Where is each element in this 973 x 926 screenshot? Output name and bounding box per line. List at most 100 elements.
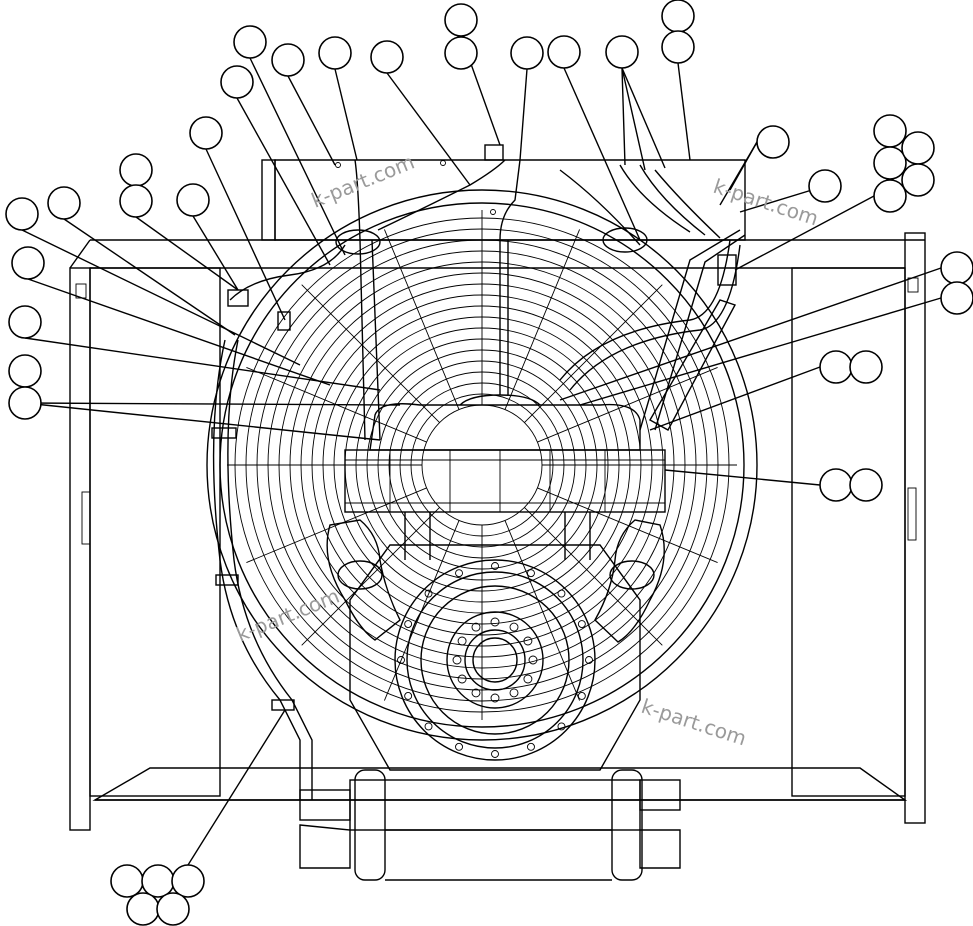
leader-line (664, 469, 821, 486)
callout-bubble (873, 114, 907, 148)
leader-line (205, 148, 286, 321)
callout-bubble (849, 468, 883, 502)
flywheel-bolt (509, 688, 519, 698)
fan-spoke (504, 229, 581, 410)
watermark-1: k-part.com (308, 150, 418, 213)
leader-line (519, 68, 528, 161)
callout-bubble (510, 36, 544, 70)
watermark-3: k-part.com (233, 584, 343, 647)
leader-line (63, 218, 236, 336)
callout-bubble (8, 386, 42, 420)
housing-bolt (404, 620, 413, 628)
housing-bolt (424, 722, 433, 731)
callout-bubble (370, 40, 404, 74)
engine-assembly (211, 339, 681, 881)
callout-bubble (661, 0, 695, 33)
leader-line (192, 215, 239, 291)
callout-bubble (605, 35, 639, 69)
fan-ring (421, 404, 543, 526)
callout-bubble (11, 246, 45, 280)
flywheel-bolt (528, 655, 538, 665)
leader-line (559, 267, 942, 401)
leader-line (135, 216, 239, 291)
callout-bubble (189, 116, 223, 150)
callout-bubble (873, 146, 907, 180)
housing-bolt (527, 569, 535, 578)
callout-bubble (819, 350, 853, 384)
callout-bubble (119, 184, 153, 218)
coolant-lines (227, 159, 746, 441)
leader-line (24, 402, 381, 441)
callout-bubble (171, 864, 205, 898)
fan-spoke (537, 366, 718, 443)
leader-line (386, 72, 471, 186)
leader-line (621, 67, 626, 166)
callout-bubble (849, 350, 883, 384)
flywheel-bolt (471, 688, 481, 698)
callout-bubble (901, 163, 935, 197)
leader-line (27, 278, 331, 386)
flywheel-bolt (452, 655, 462, 665)
callout-bubble (8, 305, 42, 339)
housing-bolt (424, 589, 433, 598)
leader-line (24, 402, 401, 406)
watermark-4: k-part.com (638, 694, 749, 750)
housing-bolt (491, 562, 499, 570)
flywheel-bolt (457, 674, 467, 684)
fan-spoke (537, 487, 718, 564)
fan-shroud (206, 189, 758, 741)
callout-bubble (444, 3, 478, 37)
housing-bolt (527, 742, 535, 751)
callout-bubble (5, 197, 39, 231)
callout-bubble (940, 281, 973, 315)
flywheel-bolt (523, 674, 533, 684)
leader-line (719, 141, 758, 206)
leader-line (249, 57, 346, 256)
callout-bubbles (5, 0, 973, 926)
housing-bolt (557, 589, 566, 598)
leader-line (236, 97, 331, 266)
fan-spoke (504, 520, 581, 701)
leader-line (621, 67, 646, 171)
fan-guard-spokes (227, 210, 737, 720)
housing-bolt (491, 750, 499, 758)
top-tank (261, 144, 746, 241)
callout-bubble (141, 864, 175, 898)
leader-line (287, 75, 336, 166)
callout-bubble (940, 251, 973, 285)
fan-spoke (524, 507, 663, 646)
flywheel-bolts (397, 562, 593, 758)
housing-bolt (557, 722, 566, 731)
callout-bubble (271, 43, 305, 77)
housing-bolt (577, 620, 586, 628)
fan-spoke (246, 487, 427, 564)
fan-spoke (301, 507, 440, 646)
flywheel-bolt (471, 622, 481, 632)
callout-bubble (318, 36, 352, 70)
flywheel-bolt (457, 636, 467, 646)
leader-line (24, 337, 381, 391)
housing-bolt (397, 656, 405, 664)
callout-bubble (901, 131, 935, 165)
leader-line (187, 709, 286, 866)
fan-spoke (301, 284, 440, 423)
leader-line (677, 62, 691, 161)
enclosure-frame (69, 232, 926, 831)
leader-line (334, 68, 358, 161)
flywheel-bolt (490, 617, 500, 627)
leader-line (621, 67, 666, 169)
housing-bolt (455, 742, 463, 751)
leader-line (579, 297, 942, 406)
flywheel-bolt (523, 636, 533, 646)
callout-bubble (819, 468, 853, 502)
callout-bubble (873, 179, 907, 213)
housing-bolt (585, 656, 593, 664)
housing-bolt (455, 569, 463, 578)
flywheel-bolt (509, 622, 519, 632)
callout-bubble (808, 169, 842, 203)
callout-bubble (119, 153, 153, 187)
leader-line (21, 229, 301, 366)
housing-bolt (577, 692, 586, 700)
